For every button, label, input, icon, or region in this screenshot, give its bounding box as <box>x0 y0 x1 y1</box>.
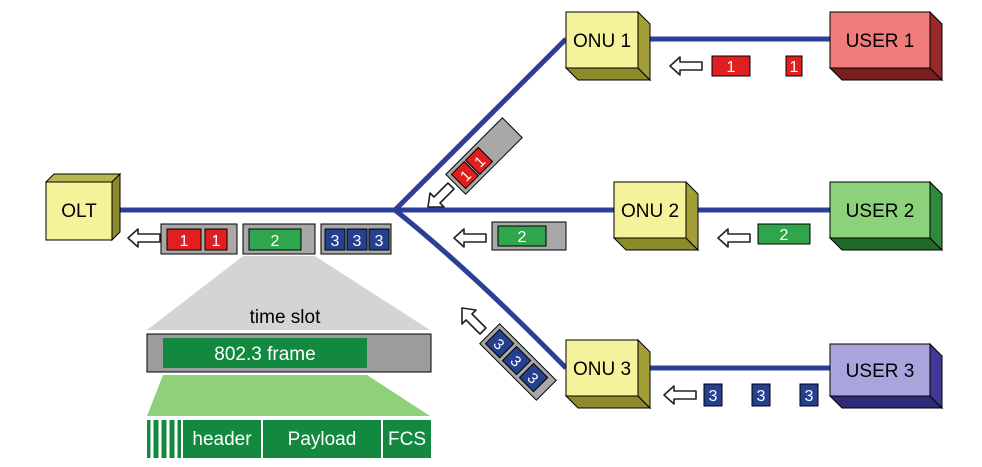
packet-3 <box>324 228 346 251</box>
frame-label: 802.3 frame <box>214 344 315 365</box>
timeslot-onu3-branch: 3 3 3 <box>479 323 557 401</box>
onu2-node: ONU 2 <box>612 180 700 252</box>
packet-2-label: 2 <box>780 227 789 244</box>
packet-1 <box>711 55 751 77</box>
packet-2 <box>497 225 547 247</box>
packet-1 <box>464 146 494 176</box>
arrow-up-left-icon <box>461 307 487 335</box>
packet-3 <box>751 383 771 407</box>
user3-label: USER 3 <box>846 361 915 382</box>
packet-1 <box>166 228 202 251</box>
frame-breakdown-bar <box>147 420 431 458</box>
packet-3-label: 3 <box>709 388 718 405</box>
packet-3-label: 3 <box>805 388 814 405</box>
packet-1-label: 1 <box>790 59 799 76</box>
user2-node: USER 2 <box>828 180 944 252</box>
packet-3 <box>703 383 723 407</box>
olt-label: OLT <box>61 201 97 222</box>
onu1-label: ONU 1 <box>573 31 631 52</box>
packet-3-label: 3 <box>375 233 384 250</box>
arrow-left-icon <box>127 228 161 248</box>
fcs-label: FCS <box>388 429 426 450</box>
frame-block <box>163 338 367 368</box>
packet-1-label: 1 <box>212 233 221 250</box>
packet-3 <box>518 362 549 393</box>
arrow-left-icon <box>663 385 697 405</box>
packet-3 <box>368 228 390 251</box>
packet-1 <box>450 160 480 190</box>
packet-3-label: 3 <box>757 388 766 405</box>
packet-3-label: 3 <box>353 233 362 250</box>
onu3-node: ONU 3 <box>564 338 652 410</box>
preamble-stripes <box>150 420 178 458</box>
fiber-branch-onu1 <box>393 37 568 212</box>
onu1-node: ONU 1 <box>564 10 652 82</box>
onu2-label: ONU 2 <box>621 201 679 222</box>
zoom-trapezoid-green <box>147 375 430 416</box>
upstream-arrows <box>127 56 751 405</box>
packet-1 <box>204 228 228 251</box>
fiber-network <box>115 36 830 371</box>
packet-3-label: 3 <box>331 233 340 250</box>
timeslot-detail: time slot 802.3 frame header Payload FCS <box>146 256 432 458</box>
time-slot-label: time slot <box>250 307 321 328</box>
olt-downlink-stream: 1 1 2 3 3 3 <box>160 223 392 255</box>
packet-1 <box>785 55 803 77</box>
packet-2-label: 2 <box>271 233 280 250</box>
user3-node: USER 3 <box>828 342 944 410</box>
user2-label: USER 2 <box>846 201 915 222</box>
packet-1-label: 1 <box>727 59 736 76</box>
packets-user2-stream: 2 <box>757 223 811 245</box>
packet-3 <box>501 345 532 376</box>
user1-label: USER 1 <box>846 31 915 52</box>
packets-user1-stream: 1 1 <box>711 55 803 77</box>
arrow-down-left-icon <box>427 182 455 208</box>
header-label: header <box>192 429 252 450</box>
olt-node: OLT <box>44 172 122 242</box>
onu3-label: ONU 3 <box>573 359 631 380</box>
arrow-left-icon <box>669 56 703 76</box>
timeslot-onu1-branch: 1 1 <box>445 117 523 195</box>
packets-user3-stream: 3 3 3 <box>703 383 819 407</box>
arrow-left-icon <box>717 228 751 248</box>
fiber-branch-onu3 <box>393 208 568 370</box>
packet-3 <box>346 228 368 251</box>
packet-3 <box>484 328 515 359</box>
payload-label: Payload <box>288 429 357 450</box>
timeslot-onu2-branch: 2 <box>491 221 567 251</box>
packet-2 <box>757 223 811 245</box>
packet-3 <box>799 383 819 407</box>
packet-2 <box>248 228 302 251</box>
packet-1-label: 1 <box>180 233 189 250</box>
packet-2-label: 2 <box>518 229 527 246</box>
arrow-left-icon <box>453 228 487 248</box>
zoom-trapezoid-grey <box>147 256 430 330</box>
user1-node: USER 1 <box>828 10 944 82</box>
